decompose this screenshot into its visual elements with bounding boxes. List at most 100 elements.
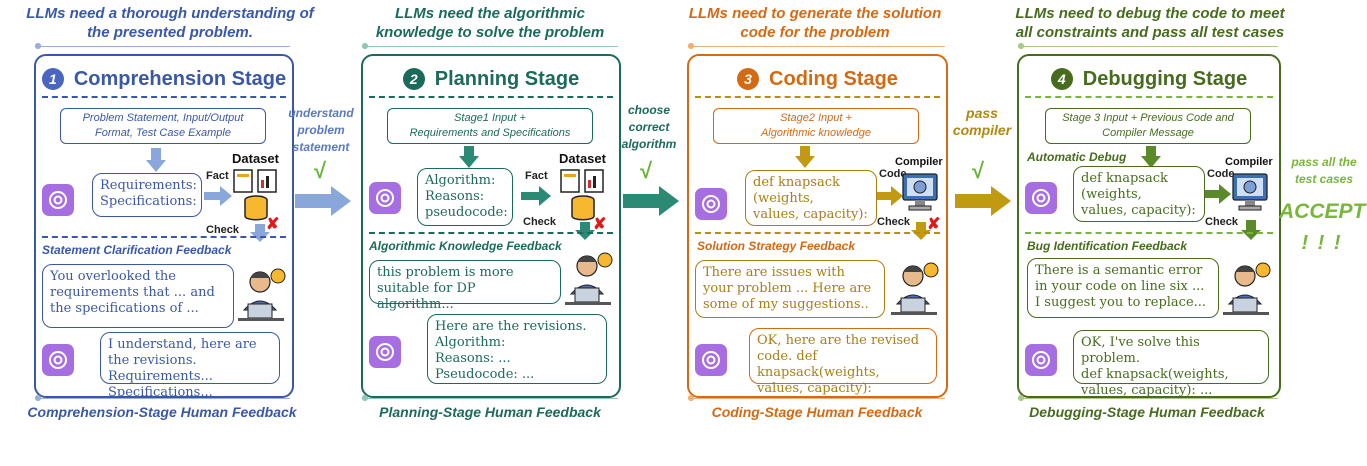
stage-header: 4 Debugging Stage [1019,56,1279,102]
dataset-label: Dataset [559,151,606,166]
accept-exclamations: ! ! ! [1301,232,1343,254]
divider [369,96,613,98]
divider [695,232,940,234]
llm-reply-bubble: OK, I've solve this problem. def knapsac… [1073,330,1269,398]
compiler-label: Compiler [895,156,943,168]
down-arrow-icon [459,146,479,168]
right-arrow-icon [295,186,351,216]
transition-check-1: √ [314,158,327,183]
reject-icon: ✘ [593,216,607,233]
top-line-4b [1018,395,1278,401]
transition-label-3: pass compiler [952,105,1012,138]
database-icon [560,169,604,221]
llm-icon [695,188,727,220]
human-feedback-bubble: There is a semantic error in your code o… [1027,258,1219,318]
top-line-4 [1018,43,1278,49]
stage-header: 3 Coding Stage [689,56,946,102]
human-feedback-bubble: You overlooked the requirements that ...… [42,264,234,328]
human-user-icon [565,252,613,305]
divider [42,236,286,238]
llm-icon [369,336,401,368]
stage-number: 1 [41,68,64,90]
feedback-label: Solution Strategy Feedback [697,239,856,253]
stage-number: 2 [402,68,425,90]
llm-icon [1025,182,1057,214]
llm-icon [1025,344,1057,376]
right-arrow-icon [521,186,551,206]
llm-icon [695,344,727,376]
down-arrow-icon [1141,146,1161,168]
down-arrow-icon [575,222,595,240]
check-bottom-label: Check [523,216,557,228]
top-line-3 [688,43,945,49]
feedback-label: Bug Identification Feedback [1027,239,1188,253]
compiler-computer-icon [902,173,938,211]
stage-header: 2 Planning Stage [363,56,619,102]
automatic-debug-label: Automatic Debug [1027,150,1127,164]
stage-title: Planning Stage [434,67,580,90]
stage-header: 1 Comprehension Stage [36,56,292,102]
llm-icon [42,344,74,376]
check-bottom-label: Check [877,216,911,228]
right-arrow-icon [955,186,1011,216]
human-feedback-bubble: There are issues with your problem ... H… [695,260,885,318]
stage-title: Debugging Stage [1082,67,1248,90]
top-line-1 [35,43,290,49]
check-top-label: Fact [206,170,229,182]
check-top-label: Fact [525,170,548,182]
divider [1025,232,1273,234]
llm-output-bubble: def knapsack (weights, values, capacity)… [745,170,877,226]
stage-title: Coding Stage [769,67,898,90]
input-box: Stage 3 Input + Previous Code and Compil… [1045,108,1251,144]
dataset-label: Dataset [232,151,279,166]
accept-label: ACCEPT [1279,200,1366,223]
transition-label-2: choose correct algorithm [621,103,677,151]
human-user-icon [238,268,286,321]
final-label: pass all the test cases [1291,155,1357,186]
llm-output-bubble: Algorithm: Reasons: pseudocode: [417,168,513,226]
divider [369,232,613,234]
bottom-caption-1: Comprehension-Stage Human Feedback [27,404,297,420]
llm-reply-bubble: Here are the revisions. Algorithm: Reaso… [427,314,607,384]
llm-icon [369,182,401,214]
input-box: Stage2 Input + Algorithmic knowledge [713,108,919,144]
top-line-2b [362,395,618,401]
compiler-label: Compiler [1225,156,1273,168]
feedback-label: Statement Clarification Feedback [42,243,232,257]
top-line-1b [35,395,290,401]
stage-number: 3 [737,68,760,90]
feedback-label: Algorithmic Knowledge Feedback [369,239,562,253]
down-arrow-icon [911,222,931,240]
divider [695,96,940,98]
transition-label-1: understand problem statement [288,106,354,154]
bottom-caption-4: Debugging-Stage Human Feedback [1029,404,1265,420]
right-arrow-icon [623,186,679,216]
llm-icon [42,184,74,216]
divider [42,96,286,98]
human-user-icon [1223,262,1271,315]
input-box: Stage1 Input + Requirements and Specific… [387,108,593,144]
right-arrow-icon [204,186,232,206]
input-box: Problem Statement, Input/Output Format, … [60,108,266,144]
check-bottom-label: Check [1205,216,1239,228]
human-feedback-bubble: this problem is more suitable for DP alg… [369,260,561,312]
llm-reply-bubble: I understand, here are the revisions. Re… [100,332,280,400]
transition-check-3: √ [972,158,985,183]
stage-title: Comprehension Stage [73,67,287,90]
check-bottom-label: Check [206,224,240,236]
stage-panel-coding: 3 Coding Stage Stage2 Input + Algorithmi… [687,54,948,398]
stage-panel-planning: 2 Planning Stage Stage1 Input + Requirem… [361,54,621,398]
stage-number: 4 [1050,68,1073,90]
top-caption-4: LLMs need to debug the code to meet all … [1015,5,1285,41]
top-caption-2: LLMs need the algorithmic knowledge to s… [375,5,605,41]
top-line-3b [688,395,945,401]
top-line-2 [362,43,618,49]
down-arrow-icon [146,148,166,172]
check-top-label: Code [879,168,907,180]
transition-check-2: √ [640,158,653,183]
top-caption-3: LLMs need to generate the solution code … [688,5,942,41]
database-icon [233,169,277,221]
llm-output-bubble: Requirements: Specifications: [92,173,202,217]
down-arrow-icon [250,224,270,242]
down-arrow-icon [795,146,815,168]
